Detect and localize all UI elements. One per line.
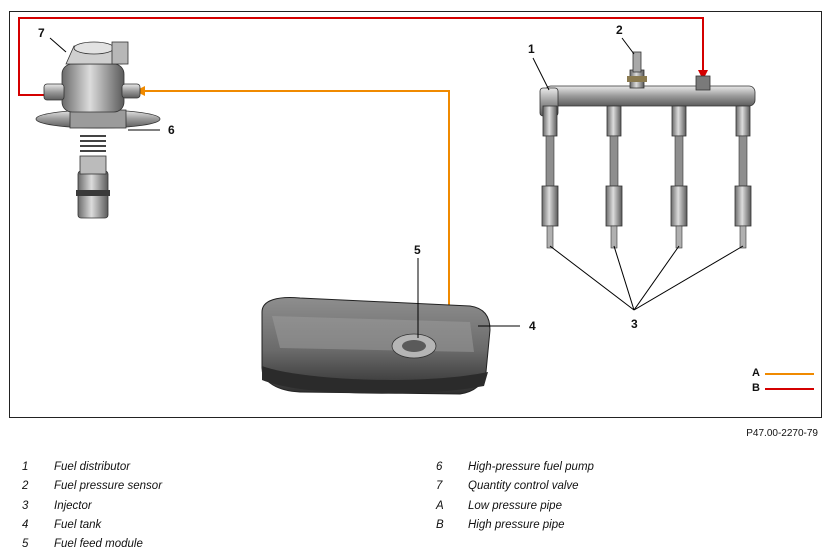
high-pressure-arrowhead [698, 70, 708, 80]
injector-3 [670, 105, 688, 249]
caption-text: Fuel feed module [54, 538, 143, 551]
caption-number: 2 [22, 480, 29, 493]
callout-5: 5 [414, 243, 421, 257]
caption-row: 6 High-pressure fuel pump [436, 461, 594, 480]
caption-number: 6 [436, 461, 443, 473]
injector-4 [734, 105, 752, 249]
fuel-tank-illustration [261, 297, 491, 395]
caption-text: Fuel pressure sensor [54, 480, 163, 493]
callout-2: 2 [616, 23, 623, 37]
callout-6: 6 [168, 123, 175, 137]
callout-3: 3 [631, 317, 638, 331]
caption-number: B [436, 518, 444, 531]
caption-row: A Low pressure pipe [436, 500, 594, 519]
injector-2 [605, 105, 623, 249]
fuel-distributor-illustration [539, 51, 756, 249]
caption-number: 3 [22, 499, 29, 512]
legend-b-key: B [752, 382, 760, 394]
diagram-frame [9, 11, 822, 418]
leader-lines [49, 37, 744, 338]
high-pressure-line [18, 17, 704, 96]
caption-row: 3 Injector [22, 500, 162, 519]
caption-row: B High pressure pipe [436, 519, 594, 538]
caption-text: Low pressure pipe [468, 499, 562, 512]
caption-text: Injector [54, 499, 92, 512]
figure-code: P47.00-2270-79 [746, 428, 818, 439]
caption-row: 2 Fuel pressure sensor [22, 480, 162, 499]
legend-a-key: A [752, 367, 760, 379]
callout-1: 1 [528, 42, 535, 56]
caption-number: 5 [22, 538, 29, 551]
caption-number: A [436, 499, 444, 512]
caption-text: Quantity control valve [468, 480, 579, 493]
high-pressure-pump-illustration [35, 41, 161, 219]
injector-1 [541, 105, 559, 249]
callout-4: 4 [529, 319, 536, 333]
caption-number: 7 [436, 480, 443, 493]
caption-text: Fuel distributor [54, 461, 131, 473]
caption-text: Fuel tank [54, 518, 102, 531]
caption-number: 4 [22, 518, 29, 531]
caption-list-right: 6 High-pressure fuel pump 7 Quantity contr… [436, 461, 594, 538]
caption-number: 1 [22, 461, 29, 473]
caption-text: High pressure pipe [468, 518, 565, 531]
caption-text: High-pressure fuel pump [468, 461, 594, 473]
callout-7: 7 [38, 26, 45, 40]
caption-row: 7 Quantity control valve [436, 480, 594, 499]
caption-row: 5 Fuel feed module [22, 538, 162, 557]
caption-row: 4 Fuel tank [22, 519, 162, 538]
caption-row: 1 Fuel distributor [22, 461, 162, 480]
fuel-system-diagram [18, 17, 814, 395]
